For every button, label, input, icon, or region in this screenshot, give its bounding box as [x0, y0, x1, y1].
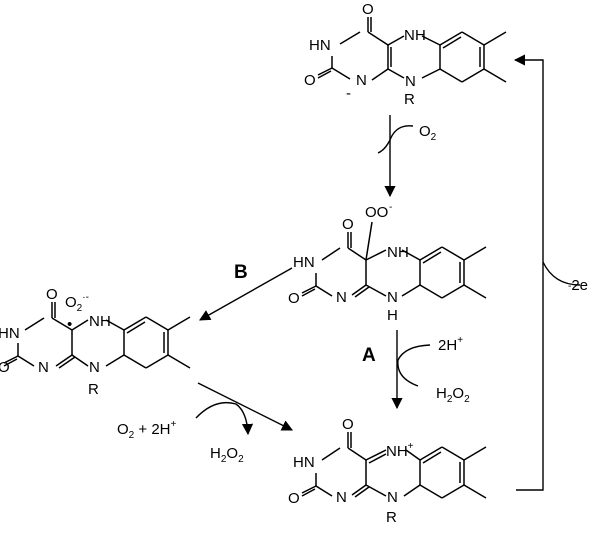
- n5-atom: N: [387, 244, 398, 261]
- pathway-b-arrow: [199, 267, 293, 321]
- carbonyl-oxygen-left: O: [0, 359, 10, 376]
- radical-recombination-arrow: [197, 382, 294, 431]
- n1-atom: N: [356, 72, 367, 89]
- n5-hydrogen: H: [415, 27, 426, 44]
- oxidized-flavin-molecule: O HN O N NH+ N R: [288, 416, 487, 526]
- n5-iminium: NH+: [386, 441, 414, 460]
- o2-curved-arrow: [377, 125, 414, 154]
- imide-nh: HN: [309, 37, 331, 54]
- superoxide: O2·-: [65, 292, 89, 314]
- carbonyl-oxygen-top: O: [342, 416, 354, 433]
- n10-atom: N: [387, 289, 398, 306]
- c4a-peroxyflavin-molecule: O HN O N OO - N H N H: [288, 202, 487, 324]
- imide-nh: HN: [293, 254, 315, 271]
- imide-nh: HN: [0, 325, 20, 342]
- r-group: R: [88, 381, 99, 398]
- n5-atom: N: [89, 313, 100, 330]
- carbonyl-oxygen-top: O: [46, 286, 58, 303]
- o2-plus-protons-reagent: O2 + 2H+: [117, 419, 177, 441]
- pathway-b-label: B: [234, 262, 248, 283]
- radical-dot: •: [67, 316, 72, 333]
- n10-atom: N: [405, 73, 416, 90]
- n10-atom: N: [387, 489, 398, 506]
- carbonyl-oxygen-left: O: [288, 490, 300, 507]
- r-group: R: [386, 509, 397, 526]
- flavin-semiquinone-superoxide-pair: O O2·- HN O N • N H N R: [0, 286, 191, 398]
- carbonyl-oxygen-left: O: [288, 290, 300, 307]
- pathway-a-label: A: [362, 345, 376, 366]
- n10-hydrogen: H: [387, 307, 398, 324]
- n1-atom: N: [336, 289, 347, 306]
- h2o2-product-a: H2O2: [436, 385, 470, 405]
- carbonyl-oxygen-top: O: [362, 1, 374, 18]
- n1-atom: N: [38, 359, 49, 376]
- peroxy-negative-charge: -: [389, 202, 392, 213]
- n10-atom: N: [89, 359, 100, 376]
- imide-nh: HN: [293, 454, 315, 471]
- r-group: R: [404, 91, 415, 108]
- n5-hydrogen: H: [100, 313, 111, 330]
- carbonyl-oxygen-left: O: [304, 72, 316, 89]
- o2-reagent: O2: [419, 123, 437, 143]
- reduction-return-arrow: [513, 54, 544, 491]
- reduced-flavin-molecule: O HN O N - N H N R: [304, 1, 507, 108]
- n5-atom: N: [404, 27, 415, 44]
- two-protons-reagent: 2H+: [438, 335, 463, 354]
- carbonyl-oxygen-top: O: [342, 216, 354, 233]
- peroxy-group: OO: [365, 204, 388, 221]
- n1-negative-charge: -: [346, 85, 351, 102]
- left-curved-arrow: [195, 401, 254, 436]
- h2o2-product-b: H2O2: [210, 445, 244, 465]
- two-electron-label: -2e: [568, 277, 588, 294]
- electron-curved-arrow: [542, 261, 581, 286]
- n5-hydrogen: H: [398, 244, 409, 261]
- n1-atom: N: [336, 489, 347, 506]
- pathway-a-curved-arrow: [397, 344, 431, 387]
